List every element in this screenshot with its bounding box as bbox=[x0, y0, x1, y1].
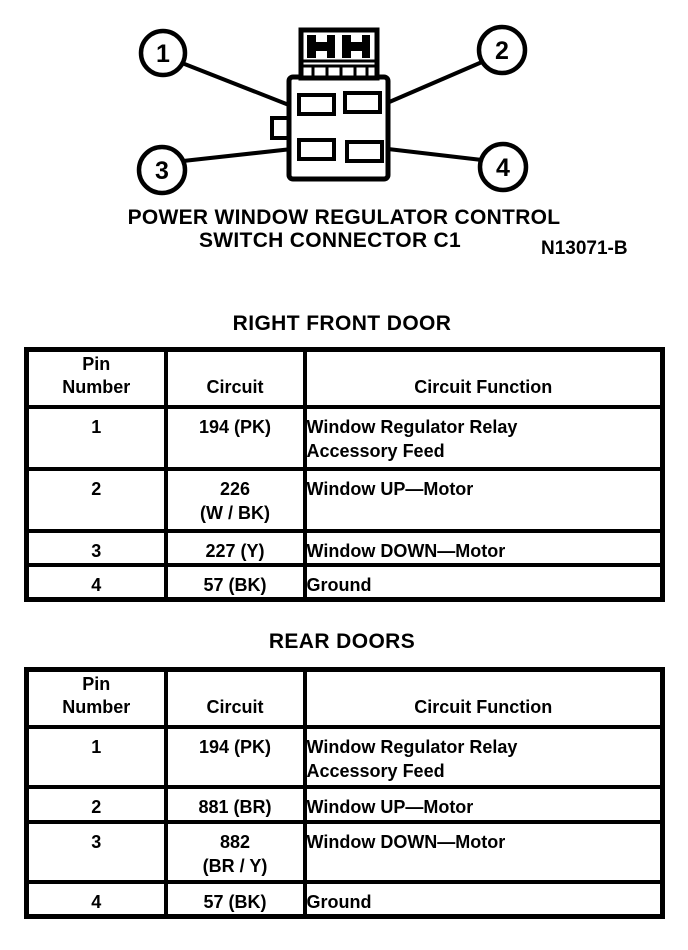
circuit-function-header: Circuit Function bbox=[302, 667, 665, 729]
circuit-function-cell: Window Regulator Relay Accessory Feed bbox=[302, 404, 665, 471]
table-header-row: Pin Number Circuit Circuit Function bbox=[24, 347, 665, 409]
pin-number-cell: 3 bbox=[24, 819, 168, 884]
diagram-caption-line1: POWER WINDOW REGULATOR CONTROL bbox=[127, 206, 561, 229]
rear-doors-table: Pin Number Circuit Circuit Function 1 19… bbox=[24, 667, 665, 919]
table-row: 2 226 (W / BK) Window UP—Motor bbox=[24, 466, 665, 533]
circuit-cell: 57 (BK) bbox=[163, 879, 307, 918]
pin-number-cell: 3 bbox=[24, 528, 168, 567]
leader-line-2 bbox=[386, 60, 483, 105]
pin-number-cell: 1 bbox=[24, 404, 168, 471]
callout-circle-1 bbox=[138, 28, 188, 78]
table-row: 2 881 (BR) Window UP—Motor bbox=[24, 784, 665, 824]
right-front-door-table: Pin Number Circuit Circuit Function 1 19… bbox=[24, 347, 665, 602]
table-title-rear-doors: REAR DOORS bbox=[268, 630, 416, 653]
circuit-function-cell: Window Regulator Relay Accessory Feed bbox=[302, 724, 665, 789]
table-title-right-front-door: RIGHT FRONT DOOR bbox=[232, 312, 452, 335]
circuit-header: Circuit bbox=[163, 347, 307, 409]
circuit-function-cell: Window DOWN—Motor bbox=[302, 819, 665, 884]
table-row: 3 227 (Y) Window DOWN—Motor bbox=[24, 528, 665, 567]
circuit-cell: 226 (W / BK) bbox=[163, 466, 307, 533]
table-row: 3 882 (BR / Y) Window DOWN—Motor bbox=[24, 819, 665, 884]
callout-circle-4 bbox=[477, 141, 529, 193]
circuit-function-header: Circuit Function bbox=[302, 347, 665, 409]
table-row: 1 194 (PK) Window Regulator Relay Access… bbox=[24, 724, 665, 789]
pin-slot-1 bbox=[297, 93, 336, 116]
diagram-caption-line2: SWITCH CONNECTOR C1 bbox=[199, 229, 461, 252]
circuit-cell: 881 (BR) bbox=[163, 784, 307, 824]
pin-number-cell: 4 bbox=[24, 562, 168, 601]
table-header-row: Pin Number Circuit Circuit Function bbox=[24, 667, 665, 729]
circuit-function-cell: Ground bbox=[302, 879, 665, 918]
callout-circle-2 bbox=[476, 24, 528, 76]
pin-number-header: Pin Number bbox=[24, 347, 168, 409]
table-row: 4 57 (BK) Ground bbox=[24, 562, 665, 601]
pin-number-cell: 2 bbox=[24, 466, 168, 533]
connector-diagram: 1 2 3 4 bbox=[136, 24, 529, 196]
connector-latch-detail bbox=[301, 35, 377, 78]
pin-slot-2 bbox=[343, 91, 382, 114]
leader-line-3 bbox=[182, 147, 293, 163]
callout-number-4: 4 bbox=[496, 154, 510, 182]
circuit-function-cell: Window UP—Motor bbox=[302, 784, 665, 824]
callout-number-3: 3 bbox=[155, 157, 169, 185]
table-row: 1 194 (PK) Window Regulator Relay Access… bbox=[24, 404, 665, 471]
circuit-cell: 882 (BR / Y) bbox=[163, 819, 307, 884]
pin-number-header: Pin Number bbox=[24, 667, 168, 729]
circuit-function-cell: Window DOWN—Motor bbox=[302, 528, 665, 567]
circuit-cell: 194 (PK) bbox=[163, 724, 307, 789]
leader-line-1 bbox=[181, 61, 295, 109]
table-row: 4 57 (BK) Ground bbox=[24, 879, 665, 918]
leader-line-4 bbox=[387, 147, 483, 162]
figure-number: N13071-B bbox=[541, 238, 628, 259]
callout-number-2: 2 bbox=[495, 37, 509, 65]
pin-number-cell: 4 bbox=[24, 879, 168, 918]
circuit-cell: 227 (Y) bbox=[163, 528, 307, 567]
circuit-cell: 57 (BK) bbox=[163, 562, 307, 601]
circuit-function-cell: Ground bbox=[302, 562, 665, 601]
circuit-header: Circuit bbox=[163, 667, 307, 729]
callout-number-1: 1 bbox=[156, 40, 170, 68]
circuit-cell: 194 (PK) bbox=[163, 404, 307, 471]
callout-circle-3 bbox=[136, 144, 188, 196]
pin-number-cell: 1 bbox=[24, 724, 168, 789]
pin-number-cell: 2 bbox=[24, 784, 168, 824]
pin-slot-3 bbox=[297, 138, 336, 161]
pin-slot-4 bbox=[345, 140, 384, 163]
circuit-function-cell: Window UP—Motor bbox=[302, 466, 665, 533]
